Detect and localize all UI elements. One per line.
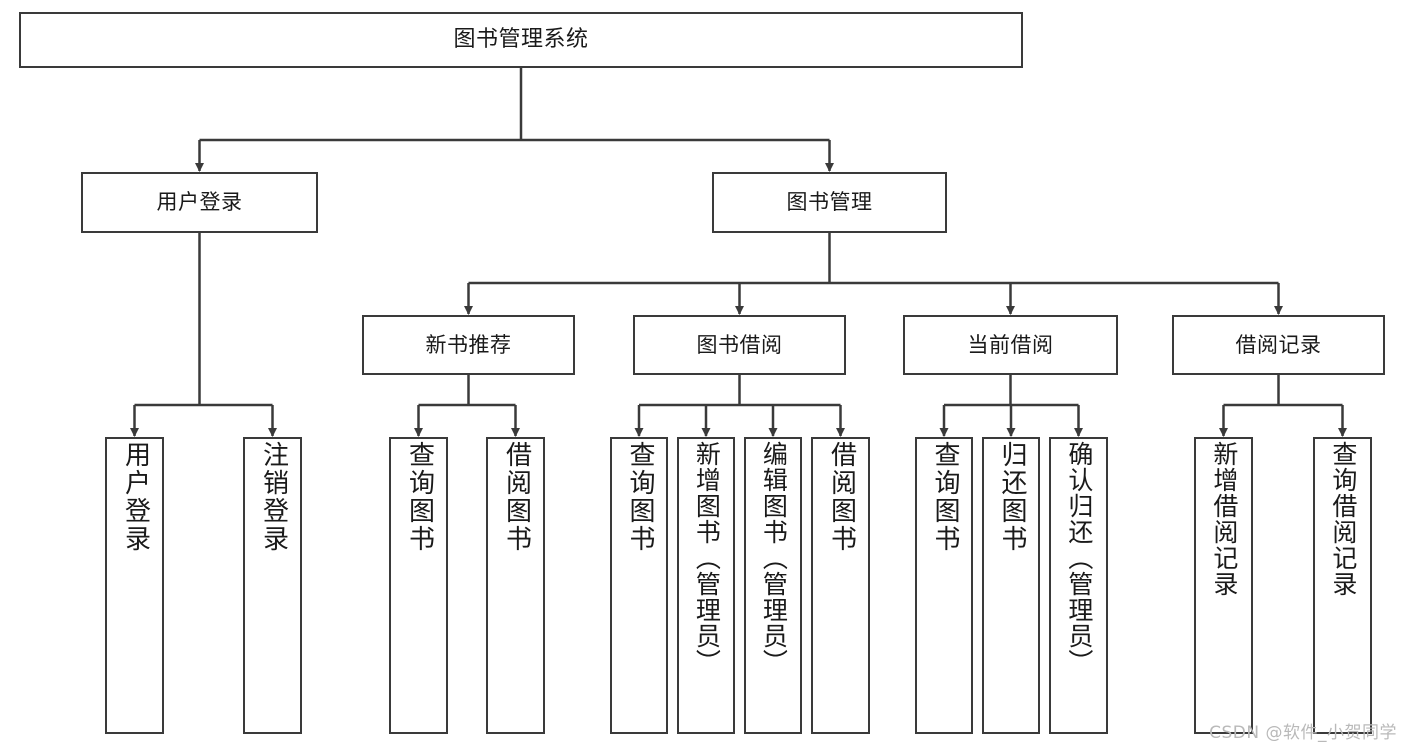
node-l10[interactable]: 归还图书 [982,437,1040,734]
edge-group [130,68,1347,437]
node-label: 用户登录 [120,441,151,553]
node-l1[interactable]: 用户登录 [105,437,164,734]
node-label: 查询借阅记录 [1328,441,1358,597]
node-label: 当前借阅 [967,332,1054,357]
node-l8[interactable]: 借阅图书 [811,437,870,734]
node-l3[interactable]: 查询图书 [389,437,448,734]
node-l13[interactable]: 查询借阅记录 [1313,437,1372,734]
node-label: 归还图书 [996,441,1027,553]
node-borrow[interactable]: 图书借阅 [633,315,846,375]
node-label: 新增借阅记录 [1209,441,1239,597]
node-l6[interactable]: 新增图书（管理员） [677,437,735,734]
node-label: 查询图书 [404,441,435,553]
node-l5[interactable]: 查询图书 [610,437,668,734]
node-bookmgr[interactable]: 图书管理 [712,172,947,233]
node-label: 注销登录 [258,441,289,553]
node-label: 借阅记录 [1235,332,1322,357]
node-label: 借阅图书 [501,441,532,553]
node-login[interactable]: 用户登录 [81,172,318,233]
node-root[interactable]: 图书管理系统 [19,12,1023,68]
node-label: 查询图书 [929,441,960,553]
node-l9[interactable]: 查询图书 [915,437,973,734]
node-l4[interactable]: 借阅图书 [486,437,545,734]
node-label: 图书管理系统 [453,27,589,53]
node-l11[interactable]: 确认归还（管理员） [1049,437,1108,734]
node-l2[interactable]: 注销登录 [243,437,302,734]
node-label: 图书借阅 [696,332,783,357]
node-l7[interactable]: 编辑图书（管理员） [744,437,802,734]
node-label: 编辑图书（管理员） [759,441,789,675]
node-l12[interactable]: 新增借阅记录 [1194,437,1253,734]
node-label: 确认归还（管理员） [1064,441,1094,675]
node-label: 图书管理 [786,190,873,215]
node-records[interactable]: 借阅记录 [1172,315,1385,375]
node-label: 新增图书（管理员） [692,441,722,675]
watermark-text: CSDN @软件_小贺同学 [1209,723,1397,743]
node-current[interactable]: 当前借阅 [903,315,1118,375]
node-label: 用户登录 [156,190,243,215]
node-label: 借阅图书 [826,441,857,553]
node-label: 新书推荐 [425,332,512,357]
node-newbook[interactable]: 新书推荐 [362,315,575,375]
node-label: 查询图书 [624,441,655,553]
